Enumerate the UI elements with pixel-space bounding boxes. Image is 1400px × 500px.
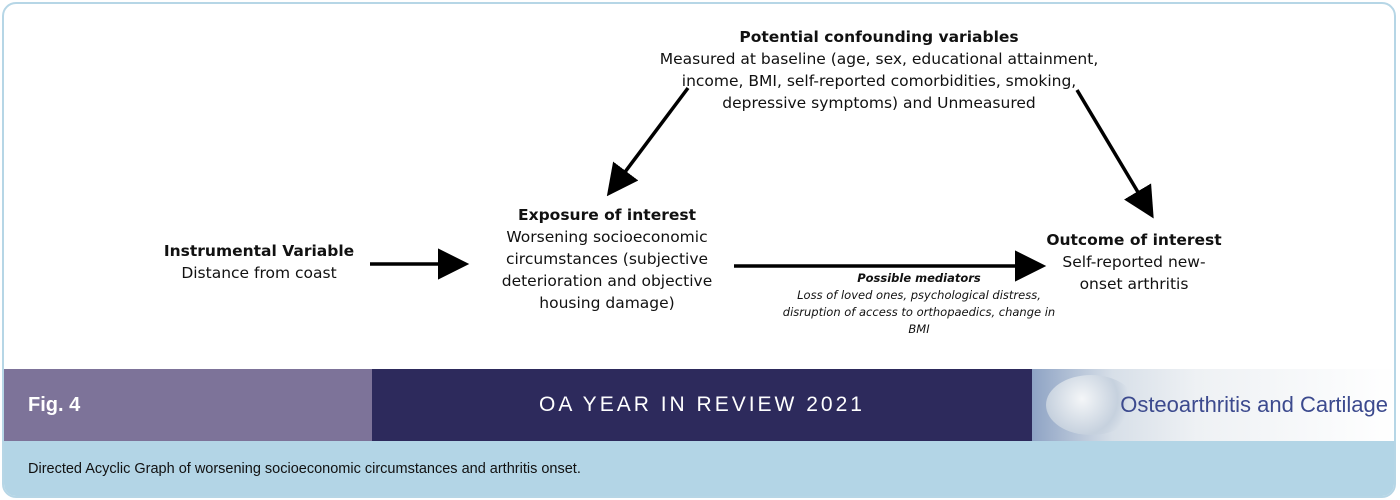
arrow-confounders-to-outcome [1075, 89, 1154, 219]
node-confounders: Potential confounding variables Measured… [644, 26, 1114, 114]
journal-banner: Fig. 4 OA YEAR IN REVIEW 2021 Osteoarthr… [4, 369, 1394, 441]
node-outcome-title: Outcome of interest [1046, 231, 1222, 249]
journal-name: Osteoarthritis and Cartilage [1120, 392, 1388, 417]
figure-caption: Directed Acyclic Graph of worsening soci… [4, 441, 1394, 496]
node-confounders-title: Potential confounding variables [739, 28, 1019, 46]
journal-brand: Osteoarthritis and Cartilage [1032, 369, 1394, 441]
arrow-confounders-to-exposure [606, 86, 690, 197]
node-instrument-body: Distance from coast [181, 264, 337, 282]
node-outcome: Outcome of interest Self-reported new-on… [1044, 229, 1224, 295]
node-instrument: Instrumental Variable Distance from coas… [154, 240, 364, 284]
mediators-body: Loss of loved ones, psychological distre… [782, 288, 1056, 336]
node-outcome-body: Self-reported new-onset arthritis [1062, 253, 1206, 293]
node-exposure-title: Exposure of interest [518, 206, 696, 224]
mediators-title: Possible mediators [857, 271, 981, 285]
node-confounders-body: Measured at baseline (age, sex, educatio… [659, 50, 1099, 112]
journal-cover-image [1046, 375, 1136, 435]
figure-label: Fig. 4 [4, 369, 372, 441]
dag-arrows [370, 86, 1154, 282]
mediators-note: Possible mediators Loss of loved ones, p… [779, 270, 1059, 338]
node-exposure: Exposure of interest Worsening socioecon… [482, 204, 732, 314]
node-instrument-title: Instrumental Variable [163, 242, 355, 260]
journal-header: OA YEAR IN REVIEW 2021 [372, 369, 1032, 441]
node-exposure-body: Worsening socioeconomic circumstances (s… [501, 228, 713, 312]
